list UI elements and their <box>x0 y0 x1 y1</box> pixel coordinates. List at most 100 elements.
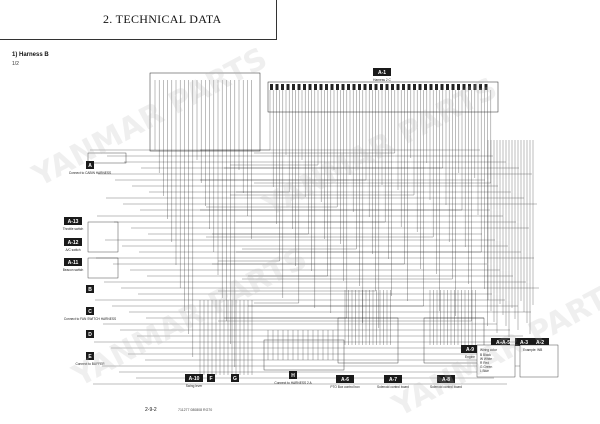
connector-tag-label: A-11 <box>68 260 79 266</box>
connector-pin <box>418 84 422 90</box>
connector-pin <box>270 84 273 90</box>
connector-tag-box <box>373 68 391 76</box>
connector-tag-a4: A-4 <box>491 338 509 346</box>
connector-tag-box <box>86 330 94 338</box>
legend-row: G Green <box>480 365 492 369</box>
connector-tag-label: C <box>88 309 92 315</box>
connector-caption: Connect to BUFFER <box>75 362 105 366</box>
connector-pin <box>391 84 394 90</box>
connector-pin <box>396 84 400 90</box>
legend-row: L Blue <box>480 369 489 373</box>
legend-row: W White <box>480 357 492 361</box>
connector-tag-label: A-12 <box>68 240 79 246</box>
connector-tag-label: D <box>88 332 92 338</box>
beacon-block <box>87 257 119 279</box>
connector-tag-cb: B <box>86 285 94 293</box>
connector-tag-label: A-5 <box>502 340 510 346</box>
connector-pin <box>358 84 361 90</box>
legend-row: B Black <box>480 353 491 357</box>
connector-tag-ce: E Connect to BUFFER <box>75 352 105 366</box>
connector-pin <box>374 84 378 90</box>
legend-row: R Red <box>480 361 489 365</box>
connector-tag-cd: D <box>86 330 94 338</box>
connector-pin <box>402 84 405 90</box>
connector-pin <box>297 84 301 90</box>
connector-tag-a5: A-5 <box>502 338 510 346</box>
connector-tag-label: H <box>291 373 295 379</box>
connector-tag-box <box>86 307 94 315</box>
connector-tag-box <box>64 258 82 266</box>
connector-tag-label: A-7 <box>389 377 397 383</box>
switch-block <box>87 221 119 253</box>
harness2a-block <box>263 339 345 371</box>
connector-tag-cc: C Connect to FAN SWITCH HARNESS <box>64 307 116 321</box>
connector-tag-label: A-8 <box>442 377 450 383</box>
footer-code: 711277 080808 RG70 <box>178 408 213 412</box>
connector-caption: PTO Box control box <box>330 385 360 389</box>
connector-caption: Solenoid control board <box>430 385 462 389</box>
connector-tag-label: A-3 <box>520 340 528 346</box>
connector-pin <box>275 84 279 90</box>
connector-pin <box>286 84 290 90</box>
connector-tag-box <box>384 375 402 383</box>
connector-tag-a3: A-3 <box>515 338 533 346</box>
connector-tag-box <box>207 374 215 382</box>
connector-pin <box>473 84 477 90</box>
section-title: 1) Harness B <box>12 52 49 58</box>
connector-pin <box>462 84 466 90</box>
connector-tag-label: G <box>233 376 237 382</box>
solenoid-block <box>423 317 485 364</box>
connector-caption: Harness 2 C <box>373 78 391 82</box>
section-subtitle: 1/2 <box>12 61 19 67</box>
connector-pin <box>314 84 317 90</box>
connector-tag-box <box>231 374 239 382</box>
connector-pin <box>341 84 345 90</box>
connector-pin <box>292 84 295 90</box>
connector-caption: Connect to FAN SWITCH HARNESS <box>64 317 116 321</box>
connector-pin <box>451 84 455 90</box>
connector-tag-box <box>86 161 94 169</box>
cabin-connector <box>87 152 127 164</box>
connector-pin <box>424 84 427 90</box>
pto-block <box>337 317 399 364</box>
connector-pin <box>319 84 323 90</box>
wire-group <box>87 72 539 385</box>
connector-tag-box <box>531 338 549 346</box>
example-title: Example: WB <box>523 348 542 352</box>
connector-pin <box>325 84 328 90</box>
connector-caption: Connect to HARNESS 2 A <box>274 381 312 385</box>
connector-pin <box>484 84 488 90</box>
connector-tag-label: A <box>88 163 92 169</box>
connector-tag-label: E <box>88 354 92 360</box>
connector-tag-label: F <box>209 376 212 382</box>
connector-tag-box <box>491 338 509 346</box>
connector-caption: A/C switch <box>65 248 80 252</box>
connector-tag-label: A-10 <box>189 376 200 382</box>
connector-pin <box>336 84 339 90</box>
connector-tag-box <box>64 217 82 225</box>
connector-tag-box <box>502 338 510 346</box>
connector-tag-box <box>86 285 94 293</box>
connector-pin <box>468 84 471 90</box>
connector-tag-label: A-2 <box>536 340 544 346</box>
connector-tag-label: A-6 <box>341 377 349 383</box>
connector-caption: Swing lever <box>186 384 203 388</box>
connector-tag-box <box>437 375 455 383</box>
connector-pin <box>352 84 356 90</box>
connector-pin <box>330 84 334 90</box>
connector-caption: Beacon switch <box>63 268 84 272</box>
connector-tag-a12: A-12A/C switch <box>64 238 82 252</box>
connector-pin <box>479 84 482 90</box>
page-title: 2. TECHNICAL DATA <box>103 12 222 26</box>
main-connector-body <box>267 81 499 113</box>
connector-tag-ch: H Connect to HARNESS 2 A <box>274 371 312 385</box>
